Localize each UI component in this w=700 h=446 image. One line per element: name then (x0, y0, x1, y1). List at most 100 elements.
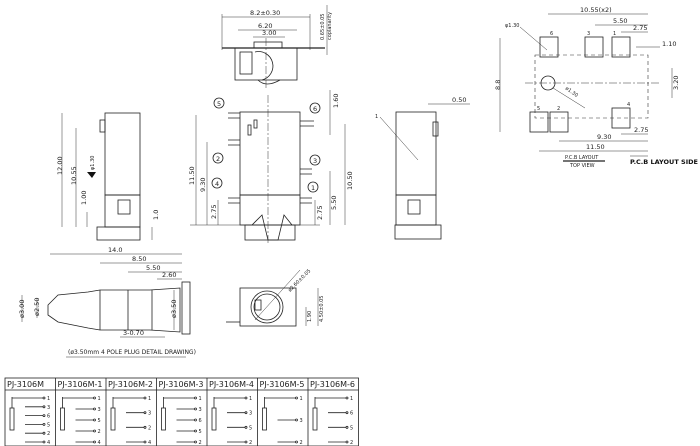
pin-label: 3 (148, 411, 151, 417)
schematic-terminal (143, 396, 147, 400)
schematic-terminal (244, 425, 248, 429)
schematic-terminal (244, 440, 248, 444)
pcb-dim-2-75-top: 2.75 (633, 24, 647, 32)
pin-label: 4 (98, 440, 101, 446)
dim-1-60: 1.60 (332, 94, 340, 108)
pin-label: 1 (98, 396, 101, 402)
plug-len-5-50: 5.50 (146, 264, 160, 272)
table-border (4, 377, 359, 446)
schematic-terminal (143, 425, 147, 429)
schematic-terminal (244, 396, 248, 400)
pcb-pads (529, 36, 631, 133)
schematic-terminal (93, 429, 96, 433)
jack-sleeve-symbol (161, 407, 166, 431)
pin-label: 1 (47, 396, 50, 402)
pin-label: 2 (47, 431, 50, 437)
plug-ring-width: 3-0.70 (123, 329, 144, 337)
bottom-dia-label: ø2.60±0.05 (287, 268, 312, 293)
dim-12-00: 12.00 (56, 156, 64, 175)
svg-text:5: 5 (217, 100, 221, 108)
table-header-model: PJ-3106M-2 (108, 380, 153, 389)
plug-dia-3-50: ø3.50 (170, 300, 178, 318)
pin-label: 2 (148, 425, 151, 431)
pcb-dim-2-75-bottom: 2.75 (634, 126, 648, 134)
svg-text:4: 4 (215, 180, 219, 188)
dim-10-55: 10.55 (70, 166, 78, 185)
jack-sleeve-symbol (262, 407, 267, 431)
pin-label: 5 (249, 425, 252, 431)
pcb-pin-6: 6 (550, 31, 553, 37)
right-callout: 1 (375, 114, 378, 120)
schematic-terminal (345, 411, 349, 415)
side-view: 12.00 10.55 1.00 1.0 φ1.30 (56, 112, 160, 241)
top-slot-width-label: 3.00 (262, 29, 276, 37)
pin-label: 1 (249, 396, 252, 402)
callout-3: 3 (309, 154, 321, 166)
schematic-terminal (143, 440, 147, 444)
top-inner-width-label: 6.20 (258, 22, 272, 30)
plug-len-2-60: 2.60 (162, 271, 176, 279)
table-header-model: PJ-3106M-5 (260, 380, 305, 389)
callout-6: 6 (309, 102, 321, 114)
plug-drawing: 14.0 8.50 5.50 2.60 ø3.00 ø2.50 ø3.50 3-… (18, 246, 196, 358)
bottom-view: ø2.60±0.05 4.50±0.05 1.90 (226, 268, 325, 327)
schematic-terminal (93, 396, 96, 400)
pin-label: 5 (350, 425, 353, 431)
plug-len-8-50: 8.50 (132, 255, 146, 263)
pcb-pin-5: 5 (537, 106, 540, 112)
pcb-subtitle: TOP VIEW (569, 163, 595, 169)
bottom-h-1-90: 1.90 (307, 311, 313, 322)
coplanarity-value: 0.65±0.05 (320, 14, 326, 40)
dim-1-0: 1.0 (152, 210, 160, 220)
callout-5: 5 (213, 97, 225, 109)
dim-2-75-right: 2.75 (316, 206, 324, 220)
jack-sleeve-symbol (211, 407, 217, 431)
schematic-terminal (93, 440, 96, 444)
schematic-terminal (345, 425, 349, 429)
wiring-table: PJ-3106M136524PJ-3106M-113524PJ-3106M-21… (4, 377, 359, 446)
side-hole-label: φ1.30 (90, 156, 96, 170)
pin-label: 5 (47, 422, 50, 428)
table-header-model: PJ-3106M-6 (310, 380, 355, 389)
dim-5-50: 5.50 (330, 196, 338, 210)
callout-2: 2 (212, 152, 224, 164)
pcb-side-label: P.C.B LAYOUT SIDE (630, 158, 698, 166)
jack-sleeve-symbol (9, 407, 15, 431)
pin-label: 1 (350, 396, 353, 402)
coplanarity-label: coplanarity (327, 12, 333, 40)
schematic-terminal (42, 440, 46, 444)
jack-sleeve-symbol (60, 407, 65, 431)
dim-2-75-left: 2.75 (210, 205, 218, 219)
pin-label: 2 (249, 440, 252, 446)
svg-text:1: 1 (311, 184, 315, 192)
dim-0-50: 0.50 (452, 96, 466, 104)
schematic-terminal (345, 440, 349, 444)
schematic-terminal (42, 405, 46, 409)
schematic-terminal (194, 396, 197, 400)
pin-label: 4 (148, 440, 151, 446)
pin-label: 3 (199, 407, 202, 413)
pcb-dim-8-8: 8.8 (494, 80, 502, 90)
schematic-terminal (42, 422, 46, 426)
pcb-dim-3-20: 3.20 (672, 76, 680, 90)
schematic-terminal (42, 431, 46, 435)
jack-sleeve-symbol (312, 407, 318, 431)
dim-10-50: 10.50 (346, 171, 354, 190)
plug-caption: (ø3.50mm 4 POLE PLUG DETAIL DRAWING) (68, 349, 196, 356)
pin-label: 2 (199, 440, 202, 446)
schematic-terminal (295, 396, 298, 400)
callout-4: 4 (211, 177, 223, 189)
pcb-pin-4: 4 (627, 102, 630, 108)
schematic-terminal (93, 407, 96, 411)
pin-label: 1 (300, 396, 303, 402)
pin-label: 5 (199, 429, 202, 435)
schematic-terminal (42, 414, 46, 418)
dim-9-30: 9.30 (199, 178, 207, 192)
plug-dia-3-00: ø3.00 (18, 300, 26, 318)
table-header-model: PJ-3106M-3 (159, 380, 204, 389)
pin-label: 1 (199, 396, 202, 402)
pcb-pin-3: 3 (587, 31, 590, 37)
pin-label: 6 (47, 414, 50, 420)
pin-label: 6 (350, 411, 353, 417)
